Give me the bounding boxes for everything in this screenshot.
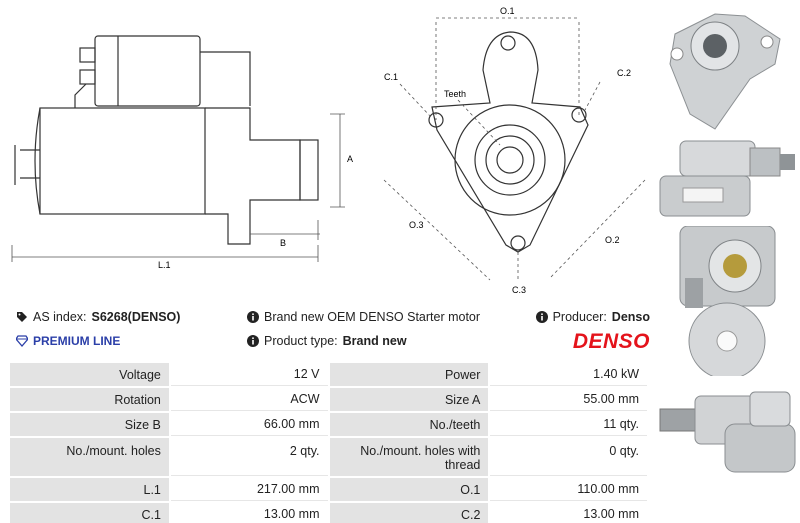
producer-label: Producer: (552, 310, 607, 324)
spec-value: ACW (170, 388, 328, 411)
info-icon (247, 311, 259, 323)
spec-label: Size B (10, 413, 169, 436)
photo-side-top[interactable] (655, 136, 800, 222)
spec-label: Size A (329, 388, 489, 411)
spec-value: 66.00 mm (170, 413, 328, 436)
as-index: AS index: S6268(DENSO) (16, 310, 180, 324)
product-info: AS index: S6268(DENSO) PREMIUM LINE Bran… (16, 306, 650, 356)
dim-l1-label: L.1 (158, 260, 171, 270)
spec-label: L.1 (10, 478, 169, 501)
dim-c3-label: C.3 (512, 285, 526, 295)
brand-new-note: Brand new OEM DENSO Starter motor (247, 310, 480, 324)
spec-value: 11 qty. (490, 413, 647, 436)
spec-value: 12 V (170, 363, 328, 386)
table-row: No./mount. holes 2 qty. No./mount. holes… (10, 438, 647, 476)
premium-line[interactable]: PREMIUM LINE (16, 334, 120, 348)
dim-c2-label: C.2 (617, 68, 631, 78)
producer-value: Denso (611, 310, 650, 324)
side-view-dimensions (11, 113, 345, 262)
spec-label: C.2 (329, 503, 489, 523)
spec-label: No./mount. holes with thread (329, 438, 489, 476)
as-index-label: AS index: (33, 310, 87, 324)
spec-label: No./teeth (329, 413, 489, 436)
tag-icon (16, 311, 28, 323)
premium-line-label: PREMIUM LINE (33, 334, 121, 348)
table-row: Voltage 12 V Power 1.40 kW (10, 363, 647, 386)
product-type: Product type: Brand new (247, 334, 407, 348)
photo-front[interactable] (655, 4, 800, 134)
spec-value: 217.00 mm (170, 478, 328, 501)
table-row: C.1 13.00 mm C.2 13.00 mm (10, 503, 647, 523)
side-view (14, 35, 319, 245)
dim-b-label: B (280, 238, 286, 248)
dim-o3-label: O.3 (409, 220, 424, 230)
table-row: Rotation ACW Size A 55.00 mm (10, 388, 647, 411)
spec-value: 110.00 mm (490, 478, 647, 501)
dim-o2-label: O.2 (605, 235, 620, 245)
brand-new-text: Brand new OEM DENSO Starter motor (264, 310, 481, 324)
product-type-value: Brand new (342, 334, 407, 348)
spec-label: Rotation (10, 388, 169, 411)
dim-c1-label: C.1 (384, 72, 398, 82)
denso-logo: DENSO (572, 330, 650, 353)
photo-rear[interactable] (655, 226, 800, 376)
table-row: Size B 66.00 mm No./teeth 11 qty. (10, 413, 647, 436)
producer: Producer: Denso (535, 310, 650, 324)
diamond-icon (16, 335, 28, 347)
spec-label: Voltage (10, 363, 169, 386)
photo-side[interactable] (655, 384, 800, 476)
spec-label: O.1 (329, 478, 489, 501)
spec-value: 13.00 mm (170, 503, 328, 523)
spec-value: 55.00 mm (490, 388, 647, 411)
spec-value: 2 qty. (170, 438, 328, 476)
front-view (428, 31, 589, 253)
product-photos (655, 0, 800, 523)
spec-label: Power (329, 363, 489, 386)
table-row: L.1 217.00 mm O.1 110.00 mm (10, 478, 647, 501)
teeth-label: Teeth (444, 89, 466, 99)
product-type-label: Product type: (264, 334, 338, 348)
as-index-value: S6268(DENSO) (91, 310, 181, 324)
spec-value: 0 qty. (490, 438, 647, 476)
dim-a-label: A (347, 154, 353, 164)
front-view-dimensions (383, 17, 646, 282)
spec-value: 1.40 kW (490, 363, 647, 386)
dim-o1-label: O.1 (500, 6, 515, 16)
technical-drawing: A B L.1 O.1 C.1 C.2 Teeth O.3 O.2 C.3 (11, 6, 646, 295)
info-icon (247, 335, 259, 347)
spec-label: C.1 (10, 503, 169, 523)
spec-value: 13.00 mm (490, 503, 647, 523)
spec-label: No./mount. holes (10, 438, 169, 476)
specs-table: Voltage 12 V Power 1.40 kW Rotation ACW … (8, 361, 649, 523)
info-icon (535, 311, 548, 323)
